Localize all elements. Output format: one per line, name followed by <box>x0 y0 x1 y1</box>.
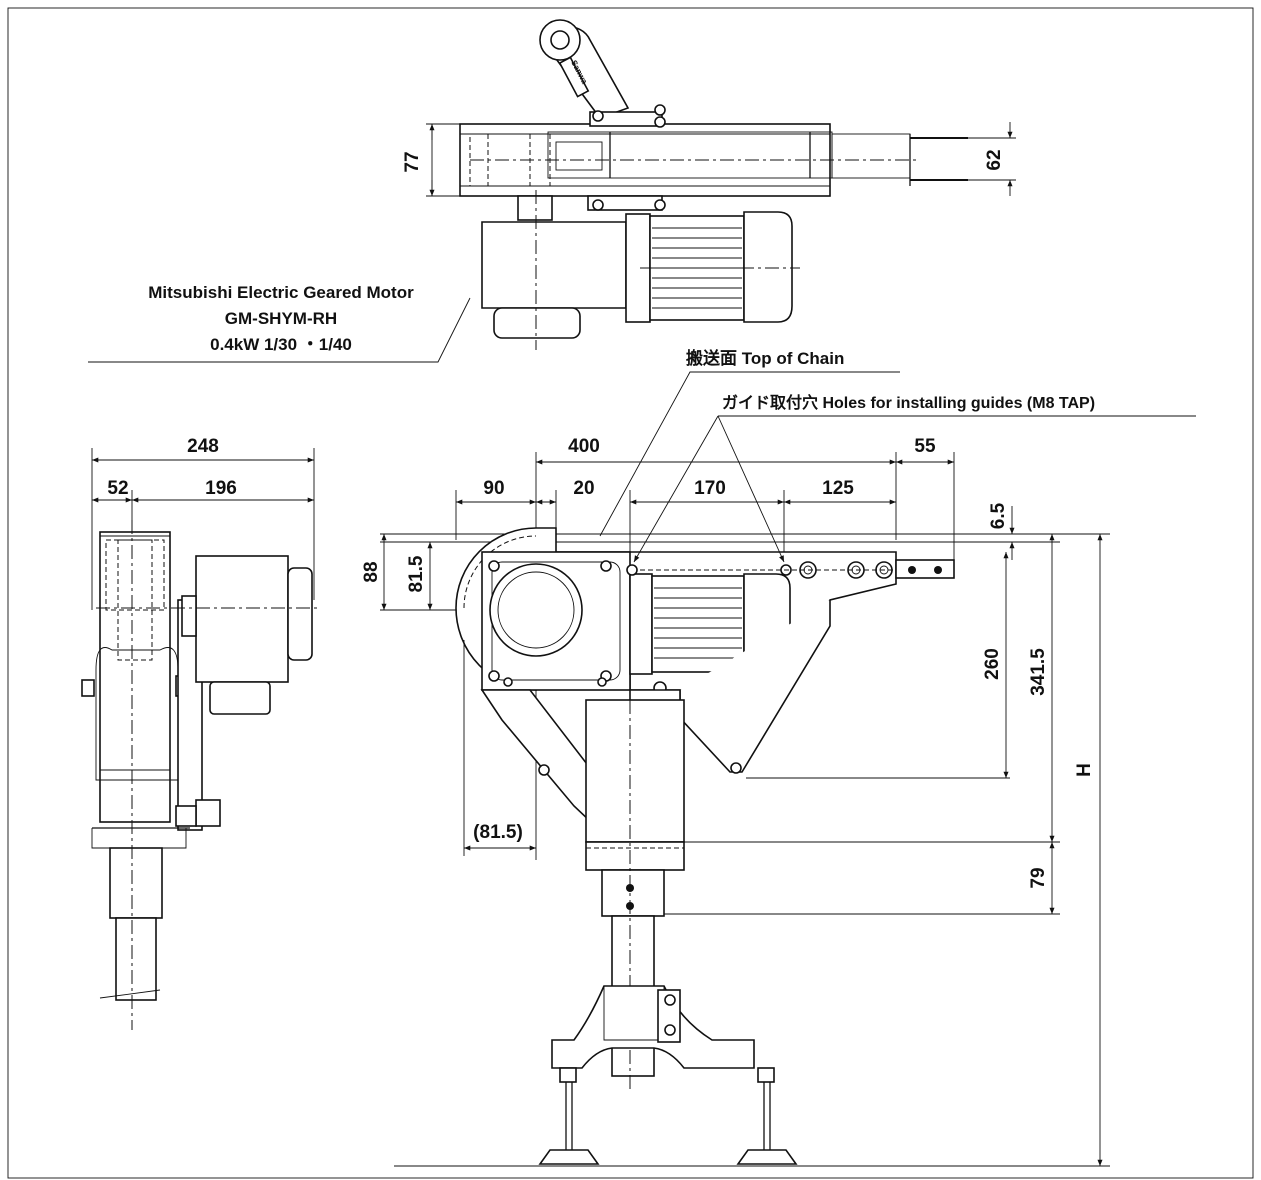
dim-90: 90 <box>483 478 504 499</box>
side-view <box>81 448 320 1030</box>
dim-400: 400 <box>568 436 600 457</box>
top-of-chain-label: 搬送面 Top of Chain <box>686 348 844 368</box>
motor-note-line1: Mitsubishi Electric Geared Motor <box>148 283 414 302</box>
motor-body-front <box>651 575 745 673</box>
dim-79: 79 <box>1028 867 1049 888</box>
dim-248: 248 <box>187 436 219 457</box>
dim-81-5-paren: (81.5) <box>473 822 523 843</box>
dim-55: 55 <box>914 436 936 457</box>
dim-20: 20 <box>573 478 594 499</box>
drawing-frame <box>7 7 1254 1179</box>
motor-note-line2: GM-SHYM-RH <box>225 309 337 328</box>
front-view <box>380 371 1196 1167</box>
motor-note-line3: 0.4kW 1/30 ・1/40 <box>210 335 352 354</box>
dim-77: 77 <box>402 151 423 172</box>
dim-260: 260 <box>982 648 1003 680</box>
dim-196: 196 <box>205 478 237 499</box>
guide-holes-label: ガイド取付穴 Holes for installing guides (M8 T… <box>722 393 1095 412</box>
handle-lever: Sanwa <box>539 19 630 119</box>
dim-62: 62 <box>984 149 1005 170</box>
top-view: Sanwa <box>88 19 1016 363</box>
dim-52: 52 <box>107 478 128 499</box>
stand-base <box>551 985 755 1069</box>
gearbox-top <box>481 221 627 309</box>
dim-125: 125 <box>822 478 854 499</box>
dim-88: 88 <box>361 561 382 582</box>
dim-81-5: 81.5 <box>406 555 427 592</box>
dim-6-5: 6.5 <box>988 502 1009 529</box>
dim-170: 170 <box>694 478 726 499</box>
dim-H: H <box>1074 763 1095 777</box>
dim-341-5: 341.5 <box>1028 648 1049 696</box>
